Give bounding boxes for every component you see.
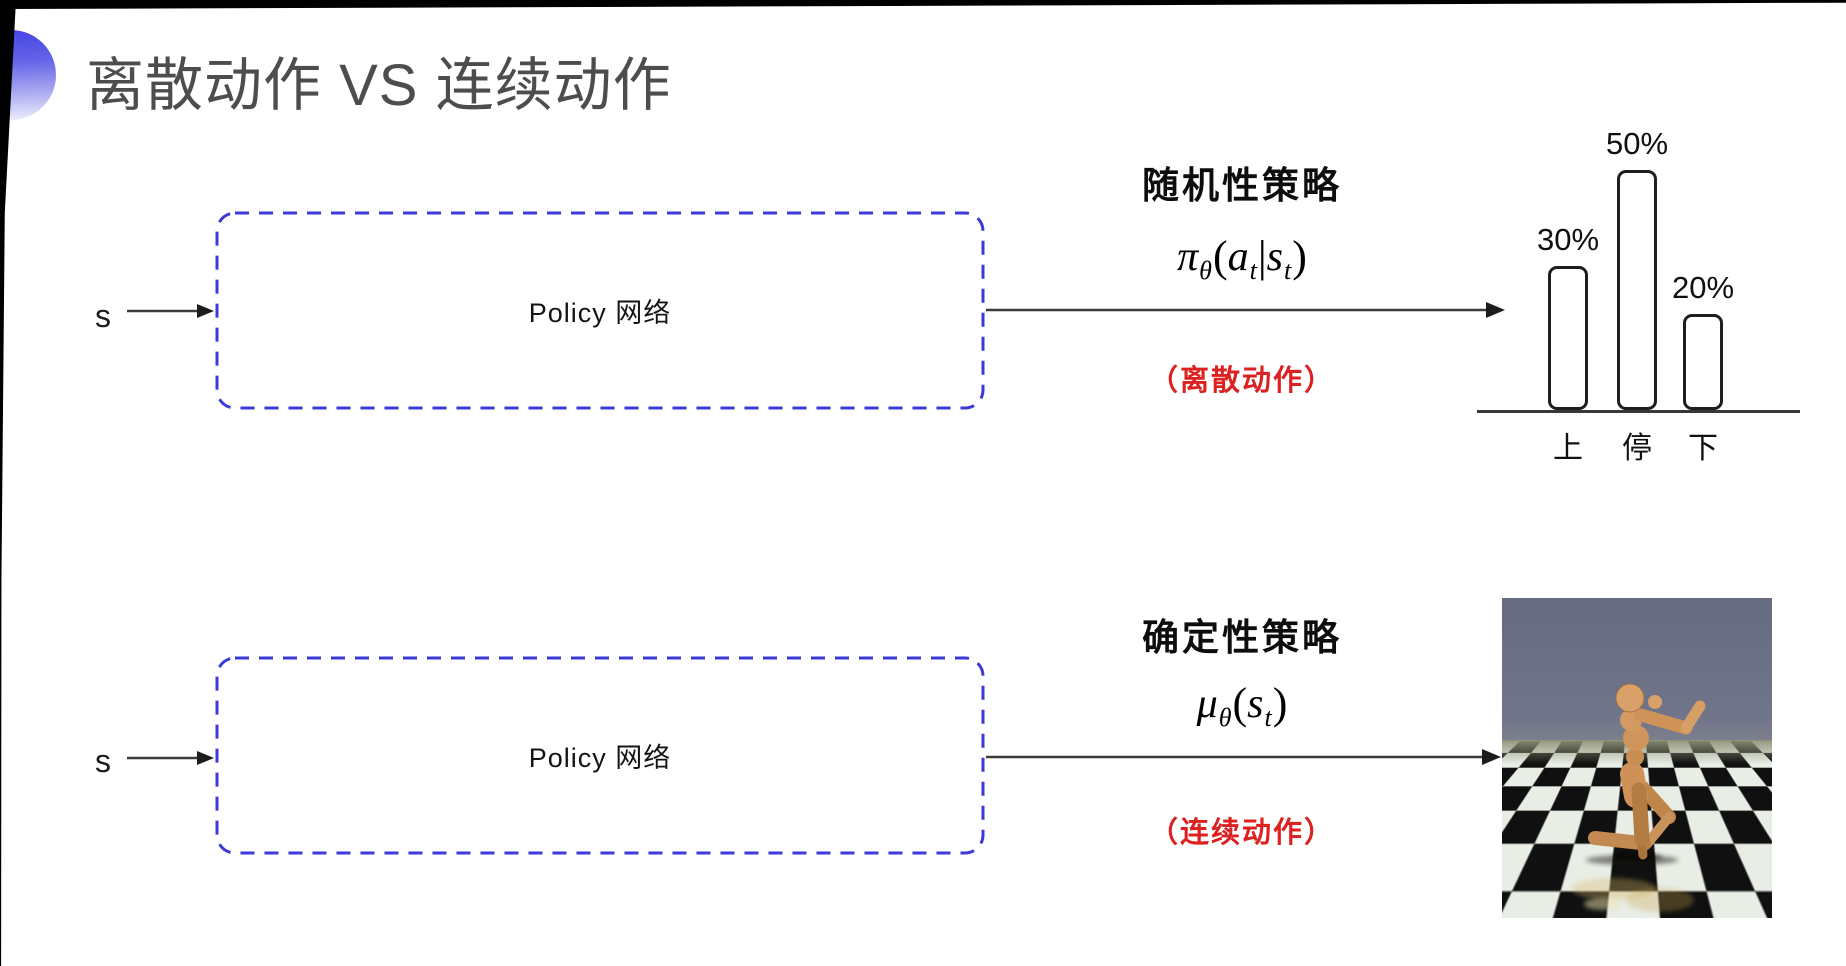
probability-bar-下 xyxy=(1683,314,1723,410)
bar-category-label: 下 xyxy=(1688,432,1718,465)
bar-category-label: 上 xyxy=(1553,432,1583,465)
chart-baseline xyxy=(1477,410,1800,413)
formula-part: π xyxy=(1177,234,1199,280)
video-frame-left-edge xyxy=(0,0,16,966)
probability-bar-停 xyxy=(1617,170,1657,410)
policy-formula-deterministic: μθ(st) xyxy=(1042,677,1442,735)
formula-subscript: t xyxy=(1284,256,1292,285)
action-type-note-continuous: （连续动作） xyxy=(1148,817,1335,849)
action-type-note-discrete: （离散动作） xyxy=(1148,365,1335,397)
humanoid-robot-figure xyxy=(1572,683,1706,912)
arrow-policy-to-robot xyxy=(986,749,1501,765)
policy-formula-stochastic: πθ(at|st) xyxy=(1042,230,1442,288)
formula-part: s xyxy=(1266,234,1283,280)
formula-part: ( xyxy=(1232,679,1248,728)
slide-title: 离散动作 VS 连续动作 xyxy=(86,53,672,118)
formula-part: ( xyxy=(1212,232,1228,281)
action-probability-bar-chart: 30% 上 50% 停 20% 下 xyxy=(1477,105,1800,465)
policy-box-label-top: Policy 网络 xyxy=(528,298,672,328)
state-input-label-bottom: s xyxy=(95,743,111,779)
state-input-label-top: s xyxy=(95,298,111,334)
formula-part: | xyxy=(1257,232,1267,281)
formula-part: a xyxy=(1227,234,1249,280)
formula-part: ) xyxy=(1272,679,1288,728)
arrow-s-to-policy-bottom xyxy=(127,751,214,765)
arrow-s-to-policy-top xyxy=(127,304,214,318)
formula-subscript: θ xyxy=(1218,703,1232,732)
bar-value-label: 30% xyxy=(1536,222,1600,257)
formula-subscript: θ xyxy=(1199,256,1212,285)
policy-network-box-bottom: Policy 网络 xyxy=(215,656,985,855)
policy-box-label-bottom: Policy 网络 xyxy=(528,743,672,773)
probability-bar-上 xyxy=(1548,266,1588,410)
dashed-border xyxy=(215,211,985,410)
humanoid-robot-image xyxy=(1502,598,1772,918)
bar-category-label: 停 xyxy=(1622,432,1652,465)
policy-type-title-stochastic: 随机性策略 xyxy=(1142,165,1342,206)
formula-subscript: t xyxy=(1249,256,1257,285)
arrow-policy-to-distribution xyxy=(986,302,1505,318)
formula-part: s xyxy=(1247,681,1264,727)
dashed-border xyxy=(215,656,985,855)
formula-subscript: t xyxy=(1264,703,1272,732)
formula-part: ) xyxy=(1292,232,1307,281)
policy-type-title-deterministic: 确定性策略 xyxy=(1142,617,1342,658)
bar-value-label: 20% xyxy=(1671,270,1735,305)
video-frame-top-edge xyxy=(0,0,1846,9)
policy-network-box-top: Policy 网络 xyxy=(215,211,985,410)
formula-part: μ xyxy=(1196,681,1218,727)
bar-value-label: 50% xyxy=(1605,126,1669,161)
